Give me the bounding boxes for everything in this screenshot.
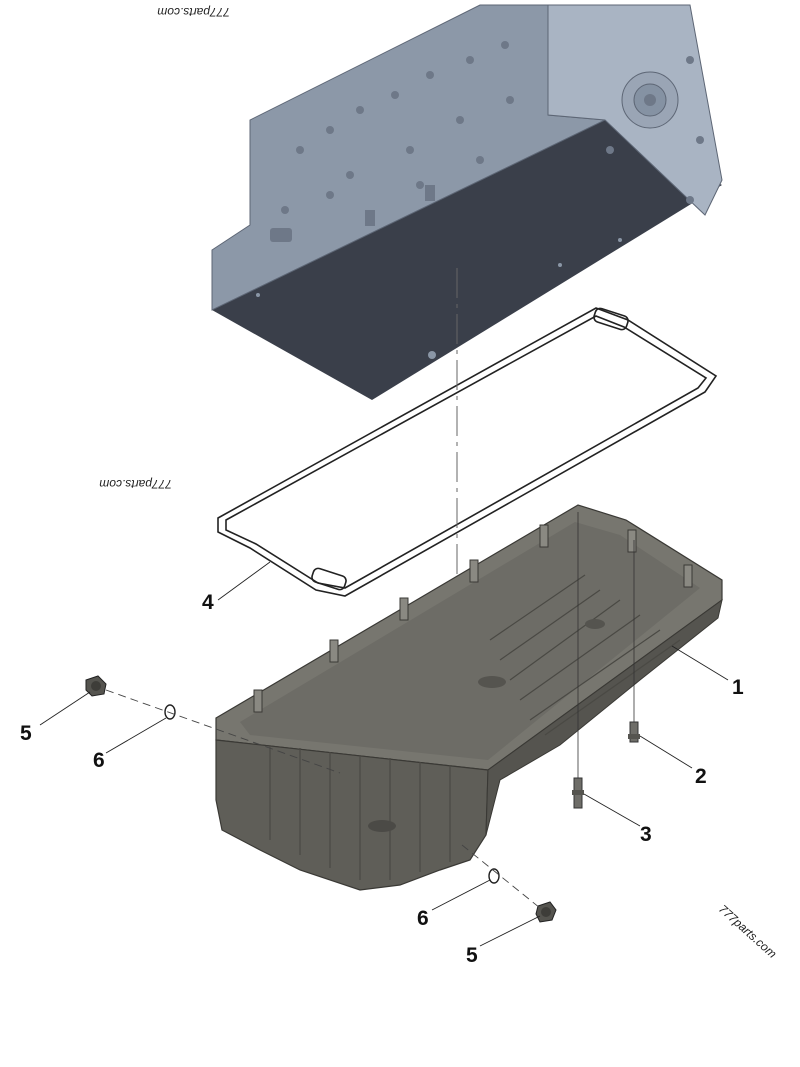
- oil-pan: [215, 504, 723, 891]
- watermark-middle: 777parts.com: [99, 477, 172, 491]
- callout-6-left: 6: [93, 749, 105, 772]
- watermark-corner: 777parts.com: [716, 902, 779, 961]
- callout-4: 4: [202, 591, 214, 614]
- leader-lines: [39, 561, 729, 947]
- callout-2: 2: [695, 765, 707, 788]
- sensor-fitting: [628, 540, 640, 743]
- o-ring-right: [488, 868, 500, 884]
- drain-plug-left: [85, 675, 107, 697]
- callout-6-right: 6: [417, 907, 429, 930]
- callout-1: 1: [732, 676, 744, 699]
- engine-block: [211, 4, 723, 400]
- oil-pan-gasket: [217, 307, 718, 597]
- callout-3: 3: [640, 823, 652, 846]
- callout-5-left: 5: [20, 722, 32, 745]
- o-ring-left: [164, 704, 176, 720]
- drain-axis-right: [461, 844, 541, 909]
- callout-5-right: 5: [466, 944, 478, 967]
- watermark-top: 777parts.com: [157, 5, 230, 19]
- drain-plug-right: [535, 901, 557, 923]
- drain-axis-left: [105, 689, 341, 774]
- oil-level-sensor: [572, 512, 584, 809]
- engine-block-bottom-face: [212, 120, 722, 400]
